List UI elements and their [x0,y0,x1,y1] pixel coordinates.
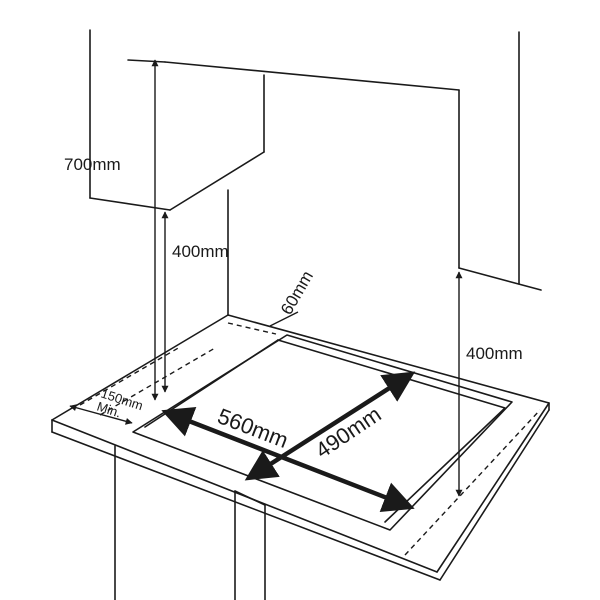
wall-structure [89,29,542,316]
label-700mm: 700mm [64,155,121,174]
base-cabinet [114,445,266,600]
dimension-lines [69,59,463,497]
dim-60mm-line [269,311,299,327]
label-60mm: 60mm [277,268,317,318]
depth-arrow [244,371,416,481]
label-400mm-hood: 400mm [172,242,229,261]
dim-150mm-line [69,404,133,425]
label-min: Min. [95,399,123,421]
cutout-arrows [161,371,416,512]
label-400mm-side: 400mm [466,344,523,363]
